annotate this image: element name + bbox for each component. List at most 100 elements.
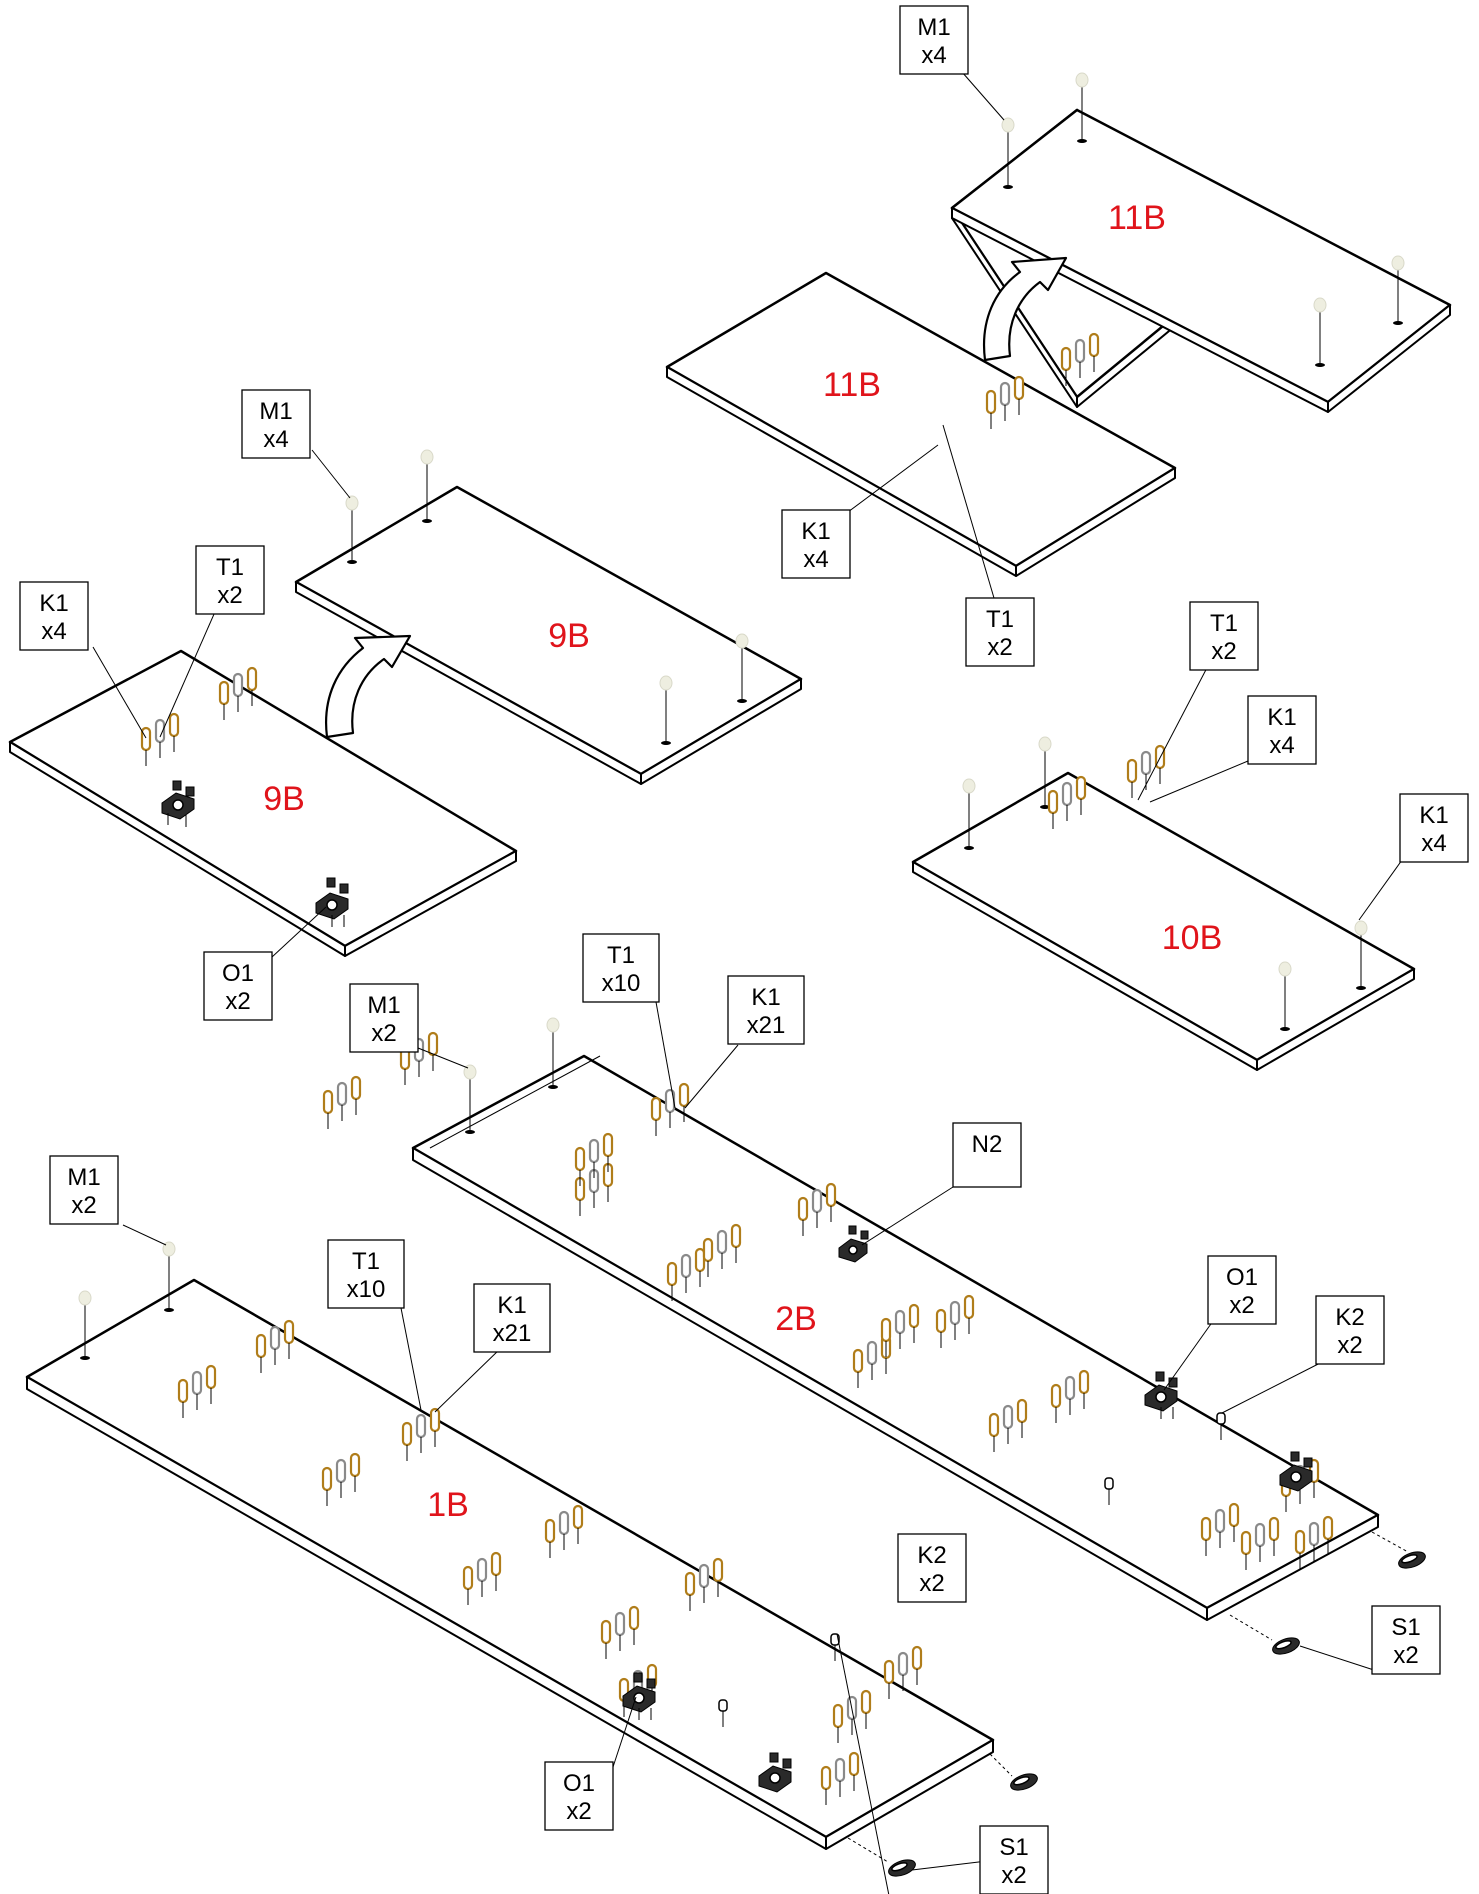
wood-dowel-icon	[883, 1659, 895, 1685]
cam-bolt-icon	[897, 1651, 909, 1677]
wood-dowel-icon	[1013, 375, 1025, 401]
callout-t1-2b: T1 x10	[582, 933, 660, 1003]
callout-code: O1	[563, 1770, 595, 1797]
dowel-group-icon	[401, 1407, 441, 1461]
dowel-group-icon	[140, 712, 180, 766]
wood-dowel-icon	[820, 1765, 832, 1791]
shelf-pin-icon	[463, 1064, 477, 1134]
wood-dowel-icon	[1078, 1369, 1090, 1395]
shelf-pins	[78, 72, 1405, 1360]
wood-dowel-icon	[694, 1247, 706, 1273]
wood-dowel-icon	[462, 1565, 474, 1591]
panel-11b-lower: 11B	[665, 271, 1177, 577]
callout-m1-9b: M1 x4	[241, 389, 311, 459]
wood-dowel-icon	[1088, 332, 1100, 358]
callout-qty: x2	[1229, 1292, 1254, 1319]
shelf-pin-icon	[659, 675, 673, 745]
cam-bolt-icon	[1064, 1375, 1076, 1401]
wood-dowel-icon	[574, 1146, 586, 1172]
callout-qty: x2	[1337, 1332, 1362, 1359]
callout-code: K1	[801, 518, 830, 545]
wood-dowel-icon	[1016, 1398, 1028, 1424]
wood-dowel-icon	[349, 1452, 361, 1478]
panel-label-9b-top: 9B	[548, 617, 590, 655]
wood-dowel-icon	[1240, 1530, 1252, 1556]
panel-label-11b-lower: 11B	[823, 366, 881, 404]
callout-qty: x4	[921, 42, 946, 69]
wood-dowel-icon	[702, 1237, 714, 1263]
wood-dowel-icon	[880, 1317, 892, 1343]
wood-dowel-icon	[985, 389, 997, 415]
callout-qty: x2	[217, 582, 242, 609]
callout-qty: x2	[371, 1020, 396, 1047]
shelf-pin-icon	[962, 778, 976, 850]
cam-bolt-icon	[1308, 1521, 1320, 1547]
wood-dowel-icon	[1200, 1516, 1212, 1542]
cam-lock-icon	[1144, 1371, 1178, 1419]
dowel-group-icon	[832, 1689, 872, 1743]
callout-k2-1b: K2 x2	[897, 1533, 967, 1603]
callout-code: S1	[1391, 1614, 1420, 1641]
dowel-group-icon	[988, 1398, 1028, 1452]
wood-dowel-icon	[1322, 1515, 1334, 1541]
cam-lock-icon	[1279, 1451, 1313, 1492]
k2-pin-icon	[1216, 1412, 1226, 1440]
callout-qty: x2	[1211, 638, 1236, 665]
wood-dowel-icon	[177, 1378, 189, 1404]
handles	[847, 1531, 1426, 1877]
shelf-pin-icon	[420, 449, 434, 523]
handle-knob-icon	[1010, 1773, 1038, 1791]
shelf-pin-icon	[1001, 117, 1015, 189]
dowel-group-icon	[985, 375, 1025, 429]
flip-arrow-icon	[983, 256, 1068, 362]
callout-code: K2	[1335, 1304, 1364, 1331]
callout-o1-2b: O1 x2	[1207, 1255, 1277, 1325]
handle-knob-icon	[1398, 1551, 1426, 1569]
shelf-pin-icon	[1075, 72, 1089, 143]
panel-groove	[429, 1055, 601, 1149]
panel-10b: 10B	[911, 771, 1416, 1071]
wood-dowel-icon	[650, 1096, 662, 1122]
panel-side-edge	[640, 678, 802, 785]
dowel-group-icon	[322, 1075, 362, 1129]
shelf-pin-icon	[1278, 961, 1292, 1031]
callout-k1-11b: K1 x4	[781, 509, 851, 579]
panel-side-edge	[1327, 304, 1451, 413]
callout-qty: x4	[803, 546, 828, 573]
k2-pin-icon	[718, 1699, 728, 1727]
handle-knob-icon	[888, 1859, 916, 1877]
wood-dowel-icon	[797, 1196, 809, 1222]
cam-bolt-icon	[588, 1138, 600, 1164]
shelf-pin-icon	[1391, 255, 1405, 325]
wood-dowel-icon	[283, 1319, 295, 1345]
wood-dowel-icon	[1126, 758, 1138, 784]
callout-qty: x21	[747, 1012, 786, 1039]
dowel-group-icon	[797, 1182, 837, 1236]
wood-dowel-icon	[988, 1412, 1000, 1438]
callout-t1-10b: T1 x2	[1189, 601, 1259, 671]
callout-m1-1b: M1 x2	[49, 1155, 119, 1225]
cam-bolt-icon	[716, 1229, 728, 1255]
panel-side-edge	[825, 1739, 994, 1850]
panel-side-edge	[1206, 1514, 1379, 1621]
callout-code: T1	[216, 554, 244, 581]
callout-qty: x4	[1269, 732, 1294, 759]
cam-bolt-icon	[232, 672, 244, 698]
callout-qty: x21	[493, 1320, 532, 1347]
dowel-group-icon	[880, 1303, 920, 1357]
cam-bolt-icon	[191, 1370, 203, 1396]
wood-dowel-icon	[401, 1421, 413, 1447]
panel-label-9b-lower: 9B	[263, 780, 305, 818]
callout-s1-1b: S1 x2	[979, 1825, 1049, 1894]
panel-9b-top: 9B	[294, 485, 803, 785]
cam-bolt-icon	[1140, 750, 1152, 776]
wood-dowel-icon	[684, 1571, 696, 1597]
cam-lock-icon	[315, 877, 349, 927]
callout-code: T1	[1210, 610, 1238, 637]
panel-9b-lower: 9B	[8, 649, 518, 957]
wood-dowel-icon	[860, 1689, 872, 1715]
dowel-group-icon	[935, 1294, 975, 1348]
callout-code: T1	[607, 942, 635, 969]
panel-groove	[193, 1279, 991, 1739]
